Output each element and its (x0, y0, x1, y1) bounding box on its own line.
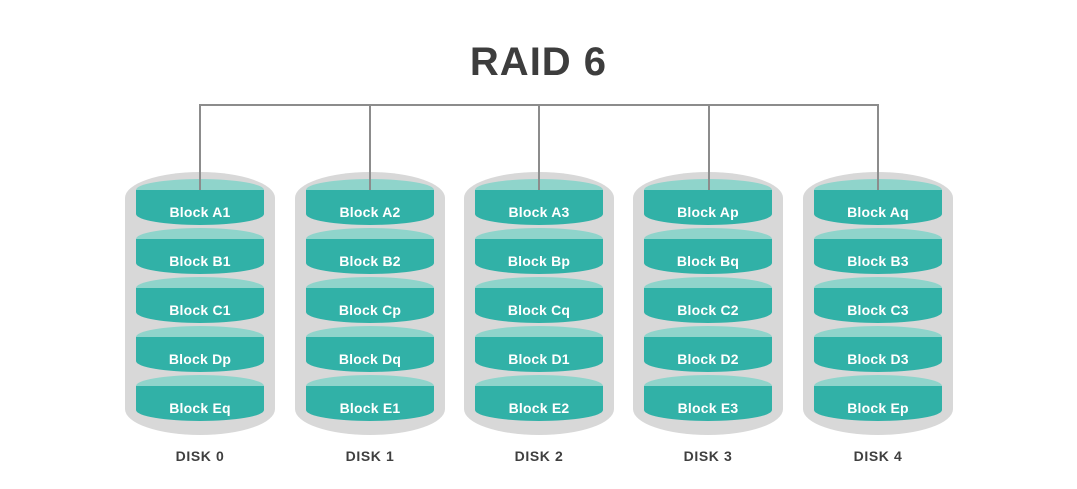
disk-casing: Block A3 Block Bp Block Cq Block D1 Bloc (464, 172, 614, 435)
disk-cylinder-segment: Block C1 (136, 277, 264, 323)
cylinder-body (306, 337, 434, 372)
disk-cylinder-segment: Block Aq (814, 179, 942, 225)
disk-cylinder-segment: Block Dq (306, 326, 434, 372)
disk-cylinder-segment: Block Cq (475, 277, 603, 323)
block-label: Block C2 (677, 302, 739, 318)
cylinder-body (475, 288, 603, 323)
cylinder-body (644, 190, 772, 225)
connector-vertical-line-disk3 (708, 104, 710, 190)
connector-vertical-line-disk1 (369, 104, 371, 190)
block-label: Block Ep (847, 400, 909, 416)
block-label: Block B1 (169, 253, 231, 269)
disk-cylinder-segment: Block A2 (306, 179, 434, 225)
cylinder-body (136, 337, 264, 372)
cylinder-body (475, 239, 603, 274)
cylinder-body (136, 386, 264, 421)
block-label: Block E1 (339, 400, 401, 416)
cylinder-body (136, 288, 264, 323)
block-label: Block E3 (677, 400, 739, 416)
connector-vertical-line-disk2 (538, 104, 540, 190)
cylinder-body (306, 386, 434, 421)
block-label: Block Dq (338, 351, 402, 367)
disk-casing: Block Ap Block Bq Block C2 Block D2 Bloc (633, 172, 783, 435)
disk-label: DISK 1 (345, 448, 395, 464)
disk-column-2: Block A3 Block Bp Block Cq Block D1 Bloc (464, 172, 614, 464)
cylinder-body (814, 386, 942, 421)
cylinder-body (475, 190, 603, 225)
cylinder-body (306, 288, 434, 323)
cylinder-body (306, 239, 434, 274)
disk-cylinder-segment: Block Dp (136, 326, 264, 372)
cylinder-body (814, 239, 942, 274)
disk-cylinder-segment: Block C2 (644, 277, 772, 323)
block-label: Block A1 (169, 204, 231, 220)
disk-casing: Block A2 Block B2 Block Cp Block Dq Bloc (295, 172, 445, 435)
cylinder-body (644, 337, 772, 372)
block-label: Block D3 (847, 351, 909, 367)
disk-label: DISK 3 (683, 448, 733, 464)
block-label: Block A3 (508, 204, 570, 220)
block-label: Block Bq (676, 253, 740, 269)
disk-cylinder-segment: Block Eq (136, 375, 264, 421)
block-label: Block D2 (677, 351, 739, 367)
block-label: Block C3 (847, 302, 909, 318)
cylinder-body (136, 190, 264, 225)
disk-label: DISK 0 (175, 448, 225, 464)
cylinder-body (644, 386, 772, 421)
cylinder-body (475, 386, 603, 421)
cylinder-body (814, 337, 942, 372)
block-label: Block Eq (169, 400, 231, 416)
cylinder-body (814, 288, 942, 323)
cylinder-body (644, 239, 772, 274)
disk-cylinder-segment: Block D2 (644, 326, 772, 372)
block-label: Block Cp (338, 302, 402, 318)
cylinder-body (306, 190, 434, 225)
connector-vertical-line-disk4 (877, 104, 879, 190)
disk-cylinder-segment: Block B1 (136, 228, 264, 274)
cylinder-body (814, 190, 942, 225)
disk-cylinder-segment: Block D3 (814, 326, 942, 372)
block-label: Block D1 (508, 351, 570, 367)
diagram-title: RAID 6 (469, 40, 608, 84)
block-label: Block C1 (169, 302, 231, 318)
disk-casing: Block A1 Block B1 Block C1 Block Dp Bloc (125, 172, 275, 435)
disk-cylinder-segment: Block E3 (644, 375, 772, 421)
cylinder-body (475, 337, 603, 372)
cylinder-body (644, 288, 772, 323)
disk-casing: Block Aq Block B3 Block C3 Block D3 Bloc (803, 172, 953, 435)
block-label: Block A2 (339, 204, 401, 220)
block-label: Block B3 (847, 253, 909, 269)
disk-cylinder-segment: Block C3 (814, 277, 942, 323)
disk-cylinder-segment: Block Bp (475, 228, 603, 274)
disk-column-0: Block A1 Block B1 Block C1 Block Dp Bloc (125, 172, 275, 464)
disk-column-3: Block Ap Block Bq Block C2 Block D2 Bloc (633, 172, 783, 464)
disk-cylinder-segment: Block E1 (306, 375, 434, 421)
block-label: Block Bp (507, 253, 571, 269)
block-label: Block E2 (508, 400, 570, 416)
disk-cylinder-segment: Block E2 (475, 375, 603, 421)
disk-cylinder-segment: Block A1 (136, 179, 264, 225)
disk-cylinder-segment: Block Bq (644, 228, 772, 274)
cylinder-body (136, 239, 264, 274)
disk-cylinder-segment: Block B2 (306, 228, 434, 274)
block-label: Block Ap (677, 204, 739, 220)
block-label: Block Cq (507, 302, 571, 318)
disk-cylinder-segment: Block A3 (475, 179, 603, 225)
block-label: Block B2 (339, 253, 401, 269)
disk-column-1: Block A2 Block B2 Block Cp Block Dq Bloc (295, 172, 445, 464)
disk-cylinder-segment: Block B3 (814, 228, 942, 274)
disk-cylinder-segment: Block Ep (814, 375, 942, 421)
disk-cylinder-segment: Block Cp (306, 277, 434, 323)
block-label: Block Aq (847, 204, 909, 220)
block-label: Block Dp (168, 351, 232, 367)
disk-cylinder-segment: Block Ap (644, 179, 772, 225)
disk-cylinder-segment: Block D1 (475, 326, 603, 372)
disk-column-4: Block Aq Block B3 Block C3 Block D3 Bloc (803, 172, 953, 464)
disk-label: DISK 2 (514, 448, 564, 464)
connector-vertical-line-disk0 (199, 104, 201, 190)
disk-label: DISK 4 (853, 448, 903, 464)
